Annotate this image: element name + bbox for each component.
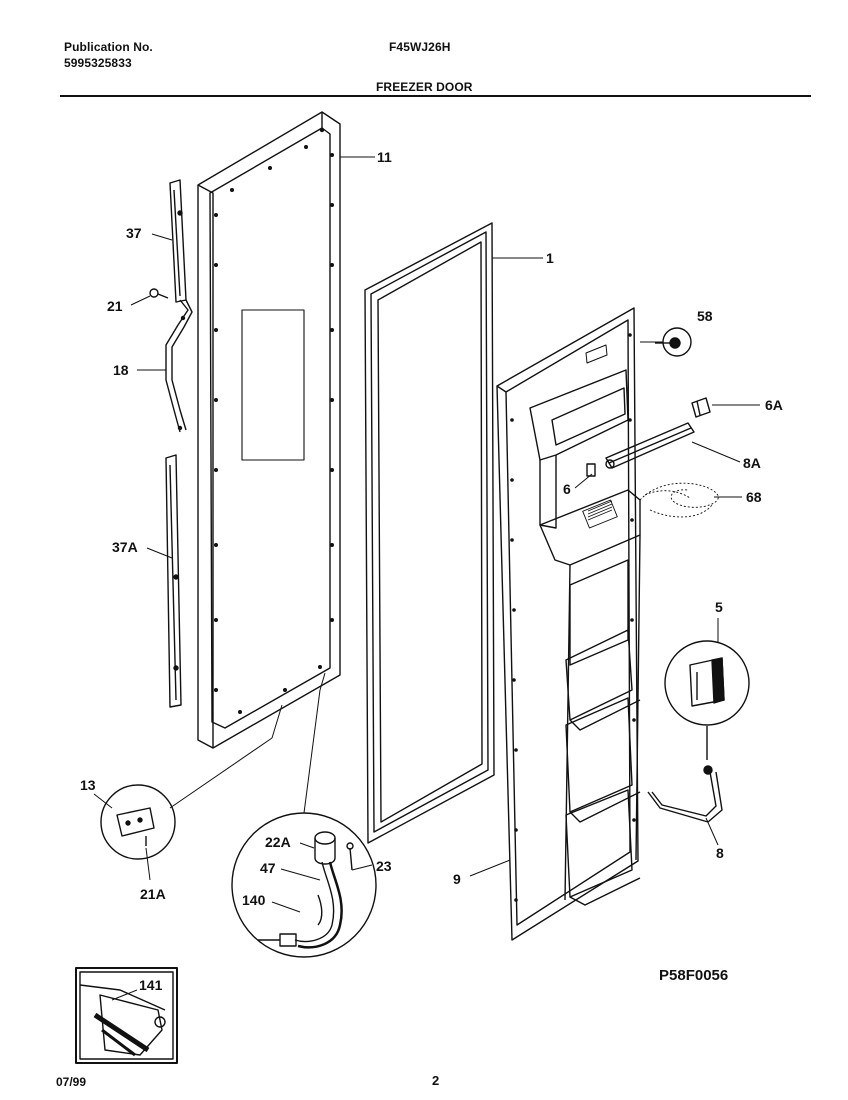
callout-8A: 8A bbox=[743, 455, 761, 471]
callout-21A: 21A bbox=[140, 886, 166, 902]
callout-leader-lines bbox=[93, 156, 760, 1001]
footer-date: 07/99 bbox=[56, 1075, 87, 1089]
callout-140: 140 bbox=[242, 892, 266, 908]
callout-22A: 22A bbox=[265, 834, 291, 850]
detail-circle-part-5 bbox=[664, 640, 750, 760]
screw-part-21 bbox=[149, 288, 169, 299]
header-rule bbox=[60, 95, 811, 97]
door-gasket-part-1 bbox=[364, 222, 495, 844]
callout-13: 13 bbox=[80, 777, 96, 793]
callout-1: 1 bbox=[546, 250, 554, 266]
callout-11: 11 bbox=[377, 149, 392, 165]
callout-18: 18 bbox=[113, 362, 129, 378]
callout-6: 6 bbox=[563, 481, 571, 497]
lever-bar-part-8A bbox=[605, 422, 695, 469]
upper-trim-part-37 bbox=[169, 179, 187, 303]
drawing-code: P58F0056 bbox=[659, 967, 728, 984]
callout-37A: 37A bbox=[112, 539, 138, 555]
section-title: FREEZER DOOR bbox=[376, 80, 473, 94]
bracket-part-6 bbox=[586, 463, 596, 477]
callout-141: 141 bbox=[139, 977, 163, 993]
lower-trim-part-37A bbox=[165, 454, 182, 708]
page-number: 2 bbox=[432, 1073, 440, 1088]
handle-part-18 bbox=[165, 299, 193, 433]
callout-9: 9 bbox=[453, 871, 461, 887]
callout-21: 21 bbox=[107, 298, 123, 314]
model-number: F45WJ26H bbox=[389, 40, 451, 54]
switch-detail-circle bbox=[231, 812, 377, 958]
hinge-detail-circle-part-13 bbox=[100, 784, 176, 860]
wire-harness-part-68 bbox=[639, 482, 719, 518]
clip-part-6A bbox=[691, 397, 711, 418]
publication-number: 5995325833 bbox=[64, 56, 132, 70]
callout-47: 47 bbox=[260, 860, 276, 876]
callout-23: 23 bbox=[376, 858, 392, 874]
callout-68: 68 bbox=[746, 489, 762, 505]
callout-8: 8 bbox=[716, 845, 724, 861]
callout-37: 37 bbox=[126, 225, 142, 241]
lower-bracket-part-8 bbox=[647, 765, 723, 823]
callout-5: 5 bbox=[715, 599, 723, 615]
callout-58: 58 bbox=[697, 308, 713, 324]
door-panel-part-9 bbox=[496, 307, 641, 941]
inset-box-part-141 bbox=[75, 967, 178, 1064]
publication-label: Publication No. bbox=[64, 40, 153, 54]
callout-6A: 6A bbox=[765, 397, 783, 413]
door-liner-frame-part-11 bbox=[197, 111, 341, 749]
